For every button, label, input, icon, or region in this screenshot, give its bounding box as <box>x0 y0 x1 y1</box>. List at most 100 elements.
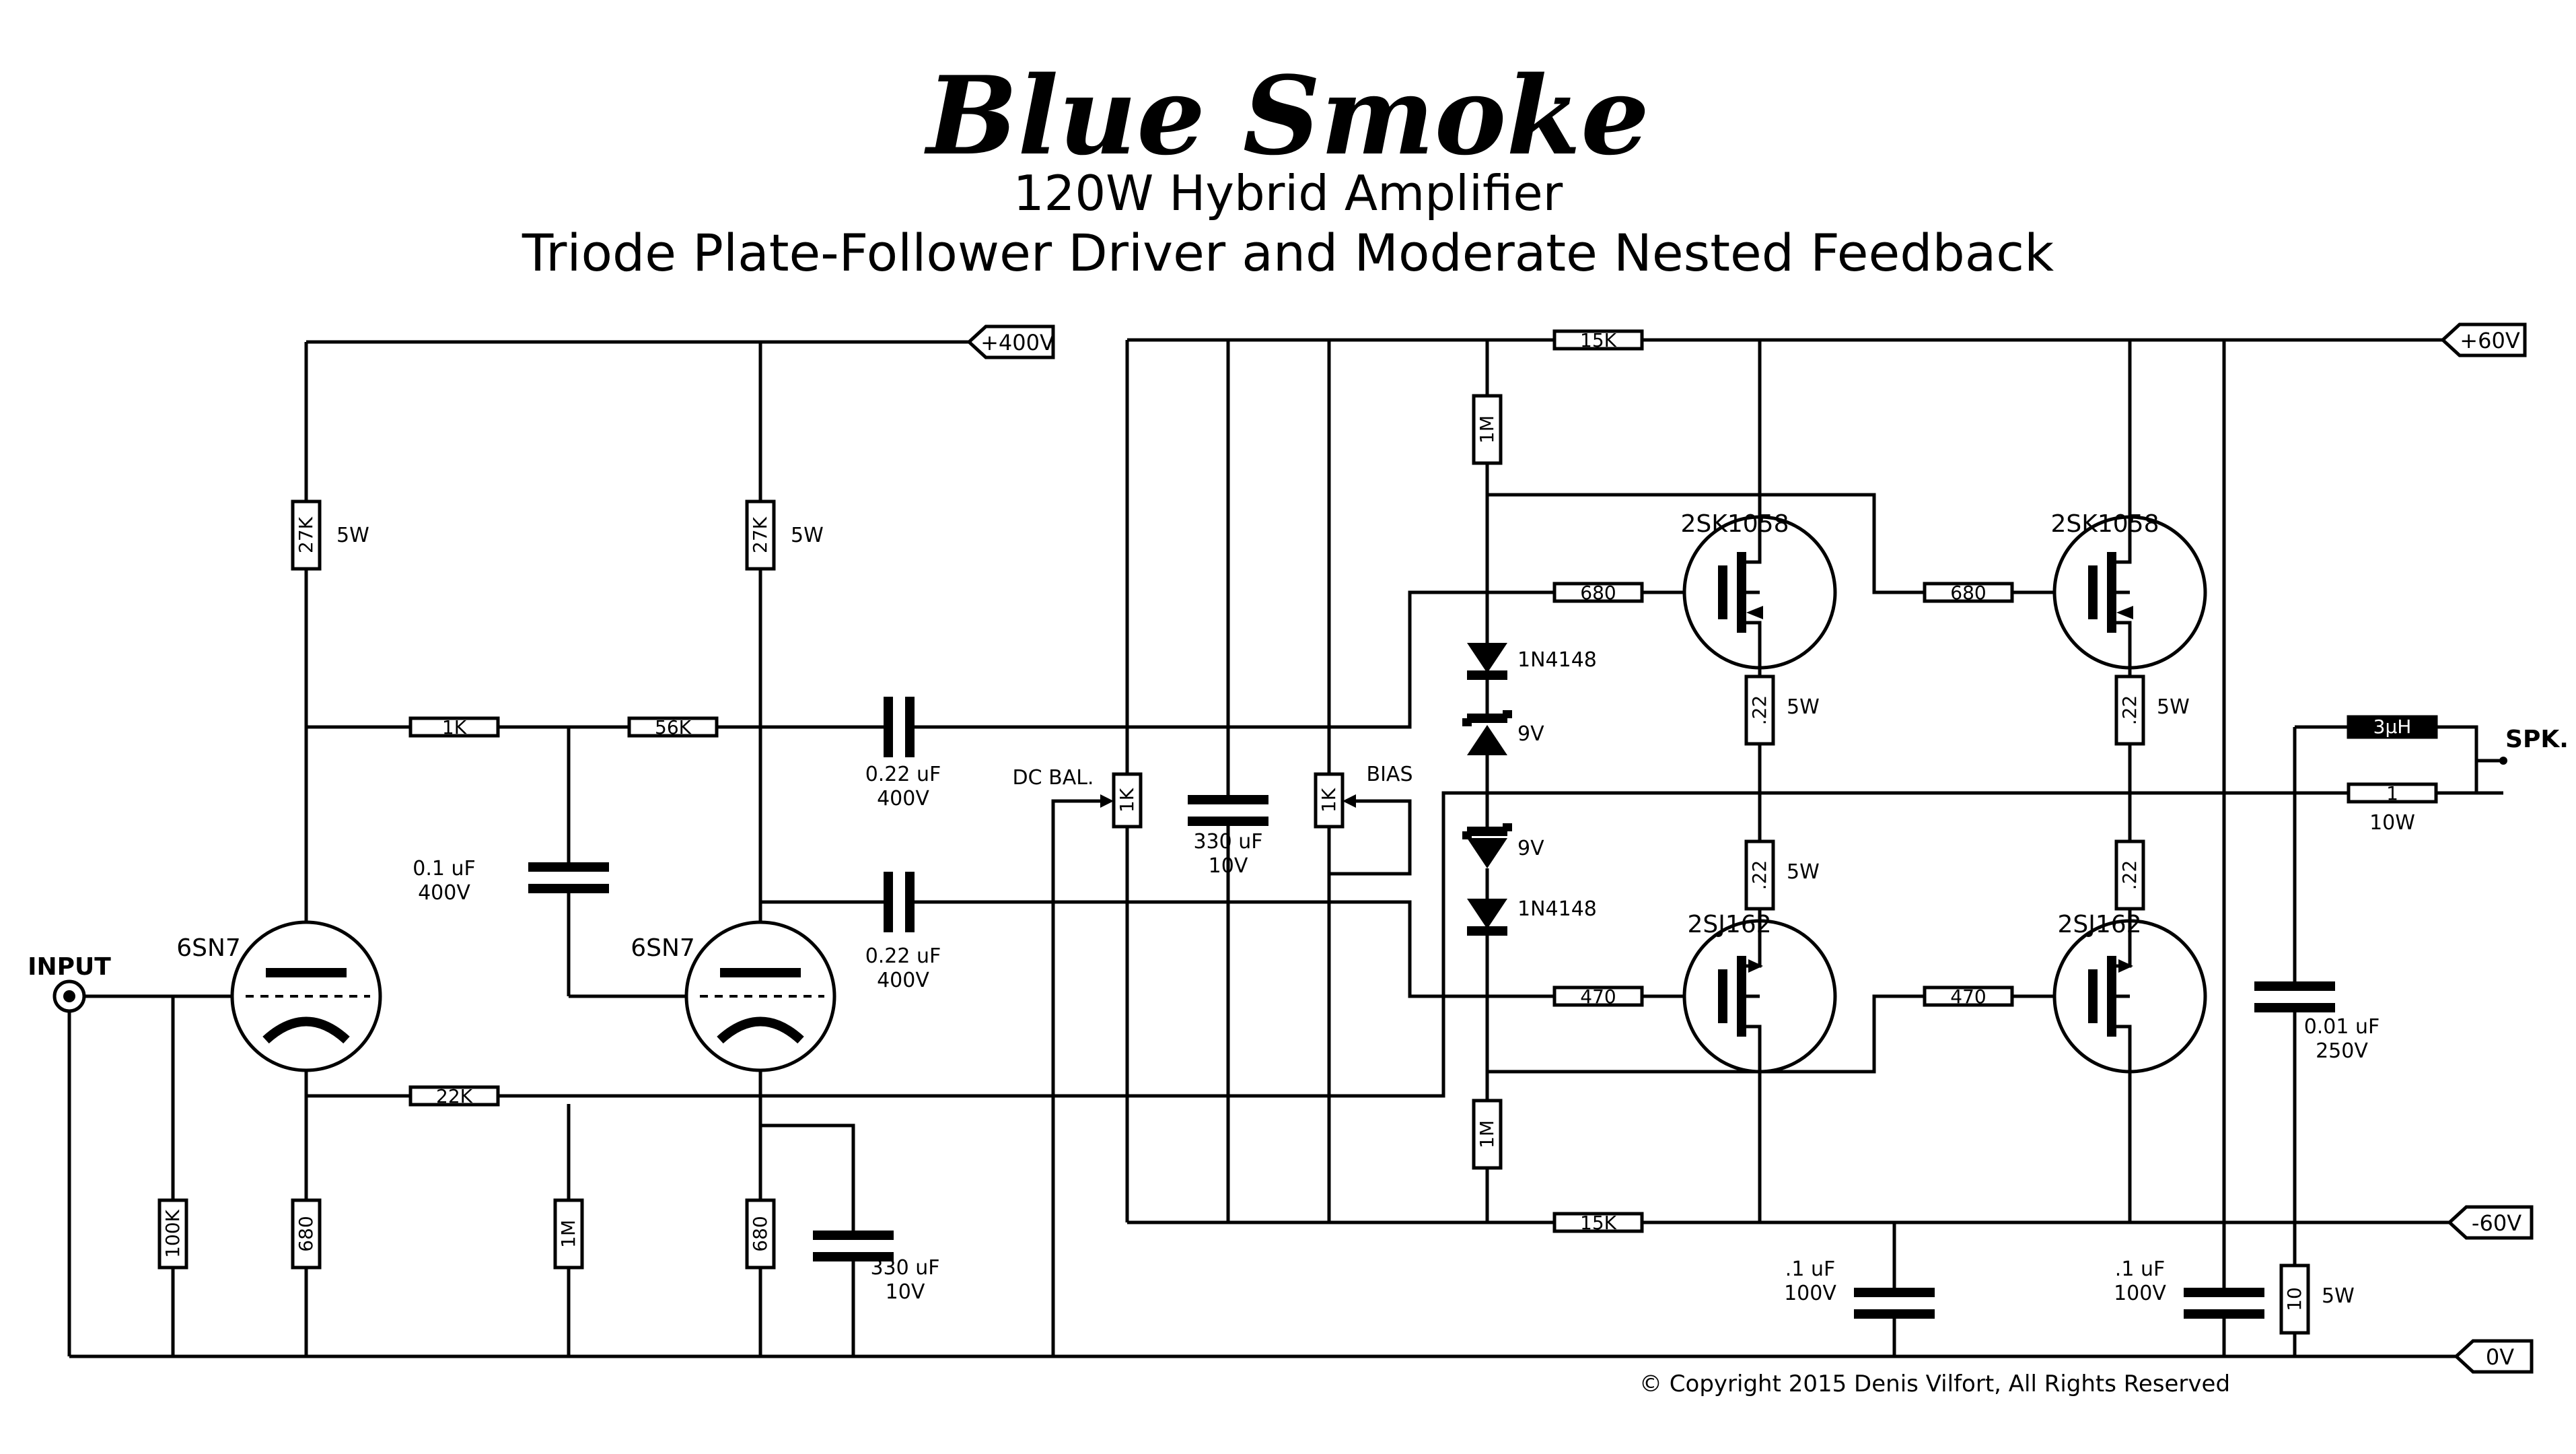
resistor-1k: 1K <box>408 716 500 738</box>
r27k-a-watt: 5W <box>336 524 369 547</box>
svg-text:400V: 400V <box>877 969 929 992</box>
resistor-10: 10 <box>2279 1263 2310 1335</box>
capacitor-c8: 0.01 uF 250V <box>2304 1015 2380 1063</box>
capacitor-c5: 330 uF 10V <box>870 1256 939 1304</box>
speaker-label: SPK. <box>2505 726 2569 753</box>
resistor-source-3: .22 <box>1744 839 1775 911</box>
svg-text:0.22 uF: 0.22 uF <box>865 944 941 968</box>
dc-bal-label: DC BAL. <box>1013 766 1094 790</box>
svg-text:3µH: 3µH <box>2373 716 2412 738</box>
svg-text:470: 470 <box>1950 985 1986 1008</box>
tube2-label: 6SN7 <box>631 934 695 962</box>
svg-text:680: 680 <box>1950 582 1986 604</box>
inductor-3uh: 3µH <box>2347 715 2438 739</box>
diode-1n4148-bottom <box>1467 899 1507 936</box>
svg-text:0.01 uF: 0.01 uF <box>2304 1015 2380 1039</box>
mosfet-q3 <box>1682 919 1837 1222</box>
svg-text:.22: .22 <box>1748 860 1770 891</box>
svg-text:.22: .22 <box>1748 695 1770 726</box>
svg-text:22K: 22K <box>436 1085 473 1107</box>
potentiometer-dc-bal[interactable]: 1K <box>1112 772 1143 829</box>
mosfet-q4 <box>2052 919 2207 1222</box>
svg-text:1K: 1K <box>1318 788 1340 812</box>
bias-label: BIAS <box>1367 763 1413 786</box>
capacitor-c2: 0.22 uF 400V <box>865 944 941 992</box>
resistor-470-gate-2: 470 <box>1923 985 2014 1008</box>
svg-text:400V: 400V <box>418 881 470 905</box>
resistor-1-ohm: 1 <box>2347 782 2438 804</box>
resistor-27k-a: 27K <box>291 499 322 571</box>
speaker-terminal[interactable] <box>2499 757 2507 765</box>
svg-text:56K: 56K <box>655 716 692 738</box>
schematic-subtitle-1: 120W Hybrid Amplifier <box>1013 165 1563 221</box>
svg-text:1K: 1K <box>442 716 467 738</box>
svg-text:100K: 100K <box>162 1209 184 1257</box>
triode-tube-1 <box>230 920 382 1072</box>
capacitor-c1: 0.22 uF 400V <box>865 763 941 810</box>
rs1-watt: 5W <box>1787 695 1820 719</box>
svg-text:10V: 10V <box>886 1280 925 1304</box>
resistor-source-1: .22 <box>1744 674 1775 746</box>
rail-minus60: -60V <box>2447 1205 2534 1240</box>
tube1-label: 6SN7 <box>176 934 241 962</box>
rs3-watt: 5W <box>1787 860 1820 884</box>
zener-9v-top <box>1462 710 1512 755</box>
r1-out-watt: 10W <box>2369 811 2415 835</box>
resistor-15k-top: 15K <box>1552 329 1644 351</box>
schematic-title: Blue Smoke <box>924 53 1649 179</box>
rail-plus400: +400V <box>966 324 1055 359</box>
svg-text:400V: 400V <box>877 787 929 810</box>
svg-text:100V: 100V <box>1784 1282 1836 1305</box>
capacitor-c3: 0.1 uF 400V <box>413 857 476 905</box>
svg-text:680: 680 <box>295 1216 317 1251</box>
potentiometer-bias[interactable]: 1K <box>1314 772 1345 829</box>
mosfet-q1 <box>1682 471 1837 680</box>
resistor-source-2: .22 <box>2114 674 2145 746</box>
svg-text:1M: 1M <box>557 1220 579 1248</box>
svg-text:.22: .22 <box>2118 860 2141 891</box>
svg-text:330 uF: 330 uF <box>1193 830 1262 854</box>
mosfet-q1-label: 2SK1058 <box>1681 510 1789 538</box>
input-label: INPUT <box>28 953 111 981</box>
schematic-subtitle-2: Triode Plate-Follower Driver and Moderat… <box>522 223 2054 283</box>
svg-text:27K: 27K <box>295 516 317 553</box>
r27k-b-watt: 5W <box>791 524 824 547</box>
svg-text:100V: 100V <box>2114 1282 2166 1305</box>
resistor-1m-bottom: 1M <box>1472 1099 1503 1170</box>
svg-text:0.22 uF: 0.22 uF <box>865 763 941 786</box>
resistor-1m-a: 1M <box>553 1198 584 1270</box>
rail-plus60-label: +60V <box>2460 328 2520 353</box>
svg-text:1: 1 <box>2386 782 2398 804</box>
copyright-notice: © Copyright 2015 Denis Vilfort, All Righ… <box>1639 1371 2230 1397</box>
diode-1n4148-top-label: 1N4148 <box>1517 648 1597 672</box>
svg-text:330 uF: 330 uF <box>870 1256 939 1280</box>
capacitor-c6: .1 uF 100V <box>1784 1257 1836 1305</box>
triode-tube-2 <box>684 920 836 1072</box>
resistor-27k-b: 27K <box>745 499 776 571</box>
svg-text:10V: 10V <box>1209 854 1248 878</box>
svg-text:.1 uF: .1 uF <box>1785 1257 1835 1281</box>
rs2-watt: 5W <box>2157 695 2190 719</box>
svg-text:1M: 1M <box>1476 1120 1498 1148</box>
diode-1n4148-bottom-label: 1N4148 <box>1517 897 1597 921</box>
zener-9v-bottom <box>1462 823 1512 868</box>
rail-plus400-label: +400V <box>980 330 1054 355</box>
mosfet-q3-label: 2SJ162 <box>1687 911 1771 938</box>
resistor-680-gate-1: 680 <box>1552 582 1644 604</box>
mosfet-q2 <box>2052 471 2207 680</box>
resistor-source-4: .22 <box>2114 839 2145 911</box>
svg-text:250V: 250V <box>2316 1039 2368 1063</box>
diode-1n4148-top <box>1467 643 1507 680</box>
resistor-56k: 56K <box>627 716 719 738</box>
mosfet-q2-label: 2SK1058 <box>2051 510 2159 538</box>
resistor-680-b: 680 <box>745 1198 776 1270</box>
input-jack[interactable] <box>52 979 86 1013</box>
zener-9v-top-label: 9V <box>1517 722 1544 746</box>
rail-0v: 0V <box>2454 1339 2534 1374</box>
resistor-15k-bottom: 15K <box>1552 1212 1644 1234</box>
svg-text:27K: 27K <box>749 516 771 553</box>
svg-text:1M: 1M <box>1476 415 1498 444</box>
svg-text:470: 470 <box>1580 985 1616 1008</box>
rail-plus60: +60V <box>2440 322 2527 357</box>
